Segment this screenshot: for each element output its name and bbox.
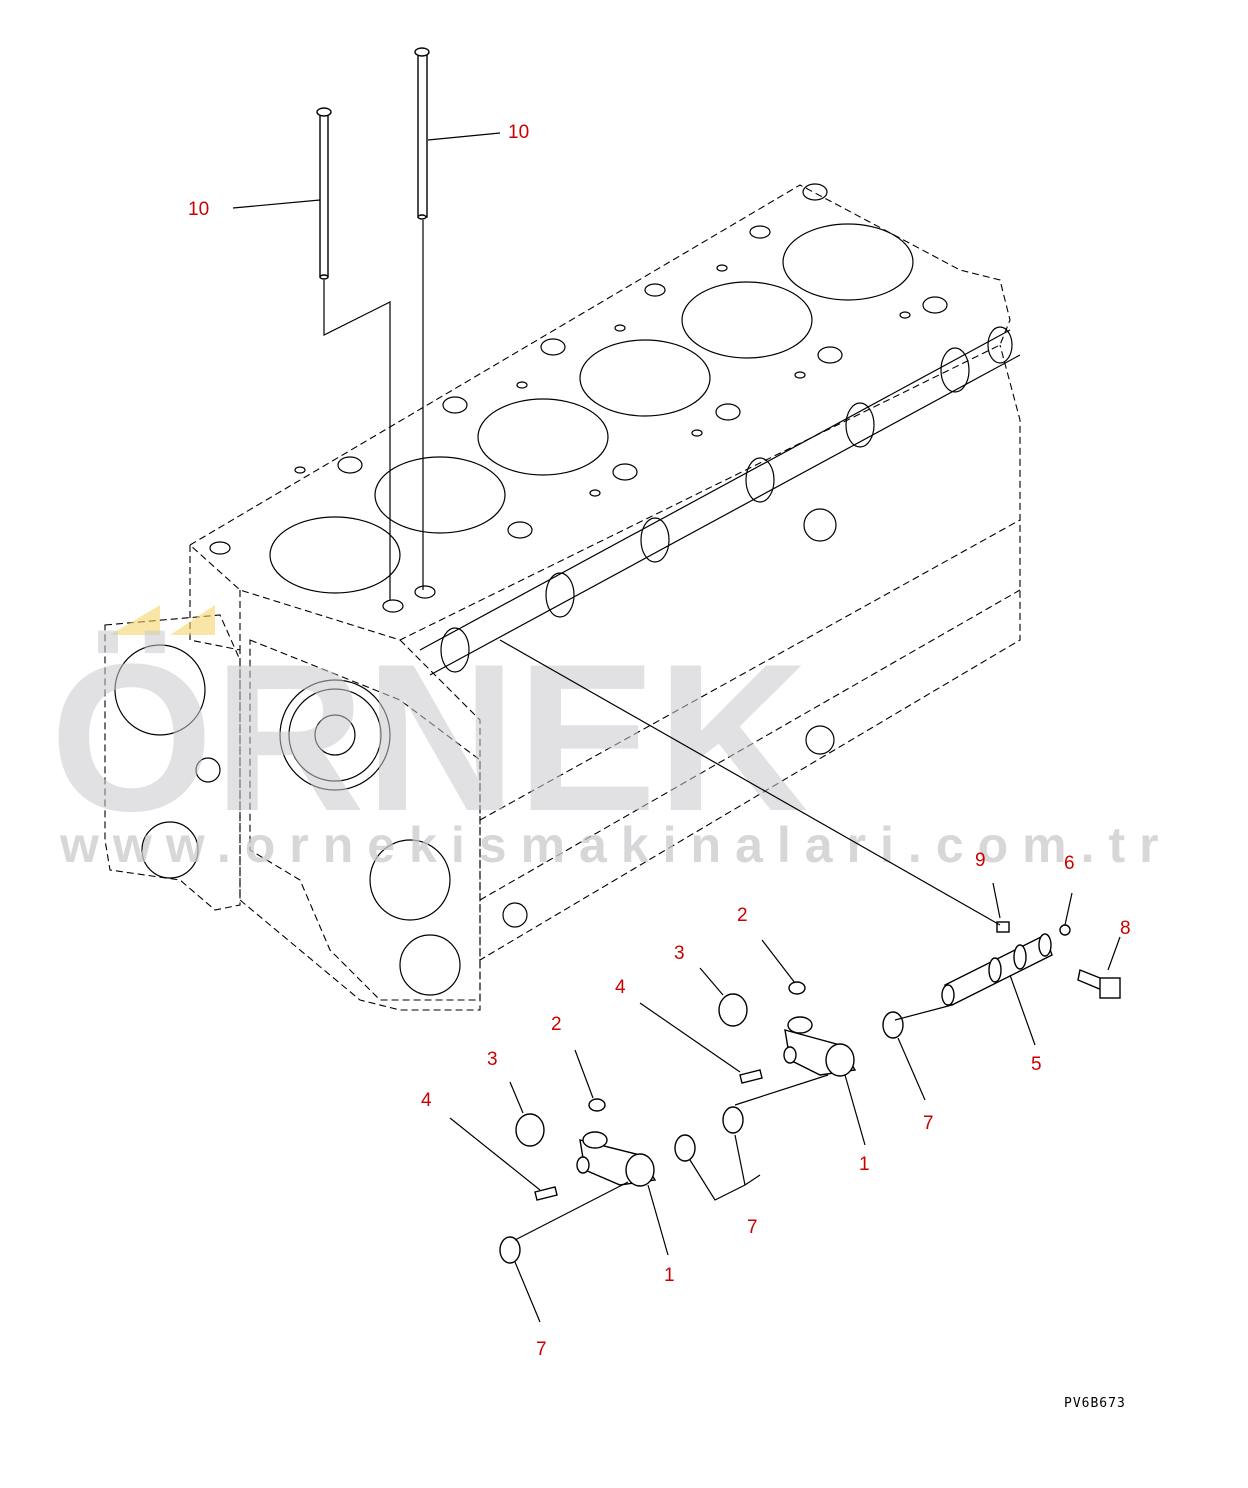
engine-block — [104, 183, 1021, 1011]
cap-lower — [588, 1098, 606, 1112]
callout-4-lower: 4 — [421, 1090, 432, 1111]
push-rod-right — [414, 47, 430, 220]
snap-ring-upper-a — [722, 1106, 744, 1134]
callout-10-left: 10 — [188, 199, 209, 220]
leader-lines — [232, 132, 1121, 1323]
shaft-bolt — [1077, 969, 1121, 999]
shaft-ball — [1059, 924, 1071, 936]
roller-upper — [718, 993, 748, 1027]
callout-4-upper: 4 — [615, 977, 626, 998]
callout-2-upper: 2 — [737, 905, 748, 926]
rocker-lever-lower — [576, 1131, 657, 1187]
roller-lower — [515, 1113, 545, 1147]
rocker-shaft — [941, 933, 1053, 1006]
watermark-url: www.ornekismakinalari.com.tr — [59, 817, 1173, 873]
pin-upper — [739, 1069, 763, 1084]
snap-ring-lower — [499, 1236, 521, 1264]
callout-5: 5 — [1031, 1054, 1042, 1075]
cap-upper — [788, 981, 806, 995]
callout-1-upper: 1 — [859, 1154, 870, 1175]
push-rod-left — [316, 107, 332, 280]
watermark-logo: ÖRNEK — [50, 620, 808, 855]
snap-ring-upper-b — [674, 1134, 696, 1162]
callout-3-upper: 3 — [674, 943, 685, 964]
snap-ring-shaft — [882, 1011, 904, 1039]
callout-9: 9 — [975, 850, 986, 871]
rocker-lever-upper — [783, 1016, 857, 1077]
drawing-code: PV6B673 — [1064, 1396, 1126, 1411]
callout-labels: 10 10 9 6 8 5 7 2 3 4 1 7 2 3 4 1 7 — [188, 122, 1131, 1360]
callout-7-lower: 7 — [536, 1339, 547, 1360]
callout-7-shaft: 7 — [923, 1113, 934, 1134]
callout-3-lower: 3 — [487, 1049, 498, 1070]
logo-accent-icon — [110, 605, 160, 635]
callout-2-lower: 2 — [551, 1014, 562, 1035]
watermark: ÖRNEK www.ornekismakinalari.com.tr — [50, 605, 1173, 873]
callout-7-pair: 7 — [747, 1217, 758, 1238]
callout-6: 6 — [1064, 853, 1075, 874]
callout-10-right: 10 — [508, 122, 529, 143]
pin-lower — [534, 1186, 558, 1201]
callout-1-lower: 1 — [664, 1265, 675, 1286]
callout-8: 8 — [1120, 918, 1131, 939]
shaft-plug — [996, 921, 1010, 933]
